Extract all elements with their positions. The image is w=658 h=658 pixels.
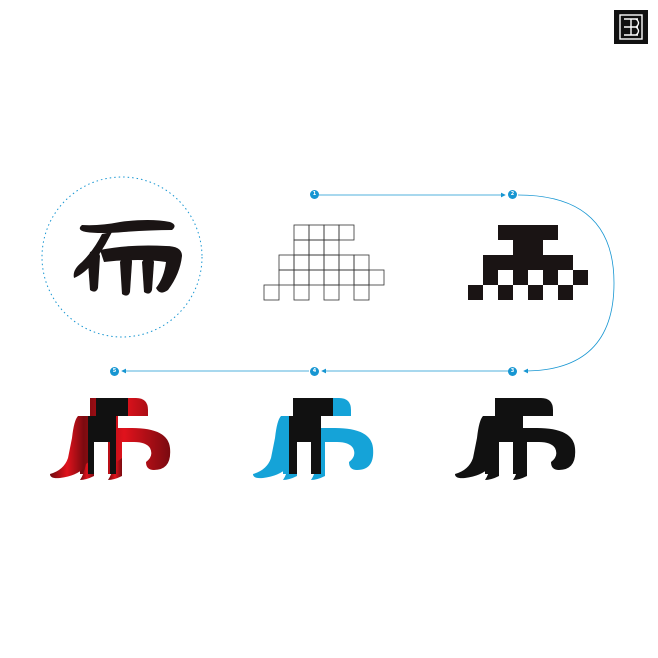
step-badge-2: 2 bbox=[508, 190, 517, 199]
flow-connectors bbox=[121, 192, 615, 374]
black-wave-glyph-icon bbox=[455, 398, 576, 480]
eb-monogram-icon bbox=[614, 10, 648, 44]
cyan-wave-glyph-icon bbox=[253, 398, 374, 480]
dotted-circle bbox=[41, 176, 203, 338]
pixel-grid-outline-icon bbox=[263, 224, 385, 301]
red-wave-glyph-icon bbox=[50, 398, 171, 480]
step-badge-3: 3 bbox=[508, 367, 517, 376]
pixel-filled-glyph-icon bbox=[468, 225, 588, 300]
calligraphy-character-icon bbox=[73, 220, 182, 296]
step-badge-4: 4 bbox=[310, 367, 319, 376]
step-badge-5: 5 bbox=[110, 367, 119, 376]
step-badge-1: 1 bbox=[310, 190, 319, 199]
